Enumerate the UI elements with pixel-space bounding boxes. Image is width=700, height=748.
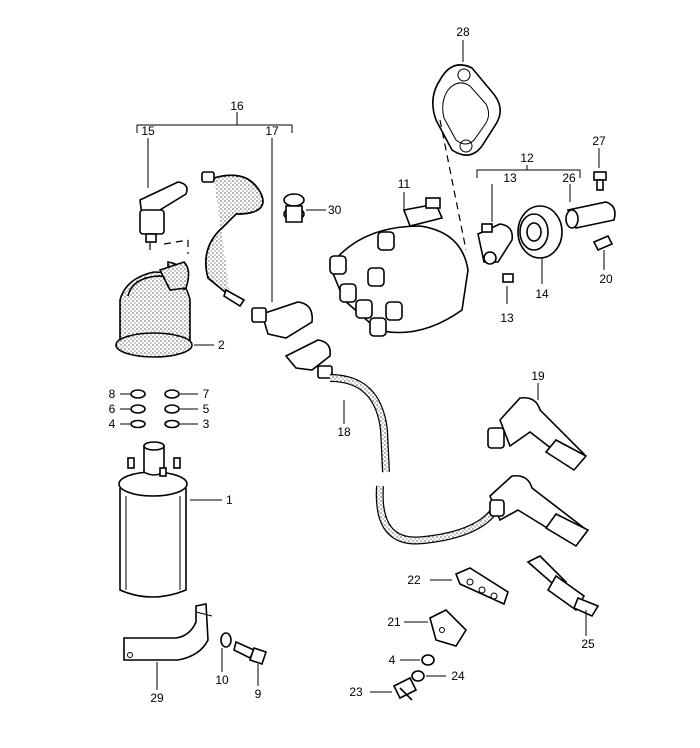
bracket-12	[476, 169, 581, 178]
label-12: 12	[520, 151, 534, 165]
washer-4c	[421, 654, 435, 666]
dash-gasket	[439, 119, 467, 251]
bolt-9	[233, 640, 268, 666]
label-4a: 4	[109, 417, 116, 431]
suppressor-26	[565, 201, 616, 229]
dash-15	[149, 239, 189, 254]
label-10: 10	[215, 673, 229, 687]
label-21: 21	[387, 615, 401, 629]
label-28: 28	[456, 25, 470, 39]
label-13a: 13	[503, 171, 517, 185]
label-29: 29	[150, 691, 164, 705]
label-25: 25	[581, 637, 595, 651]
label-23: 23	[349, 685, 363, 699]
label-11: 11	[398, 177, 411, 191]
label-16: 16	[230, 99, 244, 113]
bracket-16	[136, 124, 293, 133]
label-7: 7	[203, 387, 210, 401]
label-15: 15	[141, 124, 155, 138]
label-6: 6	[109, 402, 116, 416]
gasket	[432, 64, 501, 156]
label-4c: 4	[389, 653, 396, 667]
label-1: 1	[226, 493, 233, 507]
clip-30	[283, 193, 305, 223]
label-3: 3	[203, 417, 210, 431]
washer-10	[220, 632, 232, 648]
label-20: 20	[599, 272, 613, 286]
plug-connector-19	[487, 396, 590, 548]
nut-13	[502, 273, 514, 283]
label-14: 14	[535, 287, 549, 301]
callout-labels: 28 16 15 17 12 13 26 27 11 30 20 14 13 2…	[109, 25, 613, 705]
label-30: 30	[328, 203, 342, 217]
distributor-cap	[329, 197, 469, 337]
ignition-cable	[284, 339, 500, 545]
label-8: 8	[109, 387, 116, 401]
label-17: 17	[265, 124, 279, 138]
label-18: 18	[337, 425, 351, 439]
dust-shield	[517, 205, 563, 259]
bolt-23	[392, 676, 418, 701]
ignition-coil	[118, 441, 188, 598]
mounting-bracket	[429, 609, 468, 647]
label-9: 9	[255, 687, 262, 701]
washer-24	[411, 670, 425, 682]
coil-cable	[201, 171, 314, 339]
spark-plug-connector	[139, 181, 188, 243]
spark-plug	[526, 555, 600, 618]
label-22: 22	[407, 573, 421, 587]
label-13b: 13	[500, 311, 514, 325]
label-5: 5	[203, 402, 210, 416]
terminal-strip	[454, 567, 509, 606]
label-19: 19	[531, 369, 545, 383]
screw-20	[592, 234, 614, 252]
rotor	[477, 223, 514, 265]
coil-clamp	[123, 603, 213, 661]
label-26: 26	[562, 171, 576, 185]
label-24: 24	[451, 669, 465, 683]
nuts-washers	[130, 389, 180, 429]
label-27: 27	[592, 134, 606, 148]
coil-cover	[115, 261, 193, 358]
label-2: 2	[218, 338, 225, 352]
screw-27	[593, 171, 607, 191]
